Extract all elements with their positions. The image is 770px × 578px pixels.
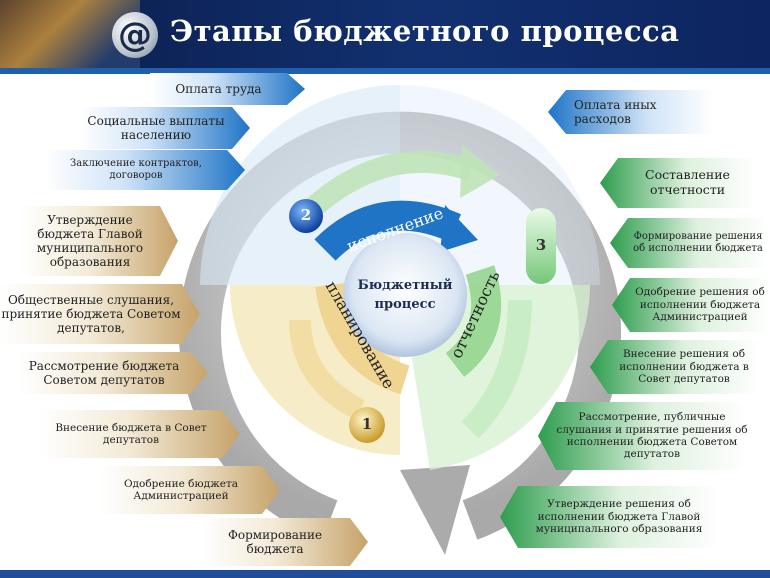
center-label-1: Бюджетный	[357, 278, 453, 293]
planning-item-approval: Утверждение бюджета Главой муниципальног…	[20, 206, 178, 276]
reporting-band	[445, 265, 502, 377]
reporting-item-approval: Утверждение решения об исполнении бюджет…	[500, 486, 720, 548]
execution-item-social: Социальные выплаты населению	[80, 107, 250, 149]
stage-3-number: 3	[535, 236, 547, 254]
planning-item-submit: Внесение бюджета в Совет депутатов	[40, 410, 240, 458]
stage-2-number: 2	[300, 206, 312, 224]
reporting-item-submit: Внесение решения об исполнении бюджета в…	[590, 340, 760, 394]
execution-item-contracts: Заключение контрактов, договоров	[45, 150, 245, 190]
ring-arrowhead	[400, 465, 470, 555]
header-band	[0, 68, 770, 74]
execution-arrow	[292, 150, 474, 228]
execution-item-other: Оплата иных расходов	[548, 90, 713, 134]
reporting-item-compile: Составление отчетности	[600, 158, 757, 208]
planning-item-forming: Формирование бюджета	[200, 518, 368, 566]
execution-arrowhead	[460, 145, 500, 198]
planning-band	[315, 282, 410, 395]
execution-item-pay: Оплата труда	[150, 73, 305, 105]
center-label-2: процесс	[374, 297, 436, 312]
stage-3-badge	[526, 208, 556, 284]
at-sign-icon: @	[112, 12, 158, 58]
execution-band-arrowhead	[440, 205, 478, 252]
planning-item-hearings: Общественные слушания, принятие бюджета …	[0, 284, 200, 344]
stage-2-badge	[289, 199, 323, 233]
center-disc	[343, 233, 467, 357]
planning-arrow	[289, 319, 366, 420]
planning-item-review: Рассмотрение бюджета Советом депутатов	[18, 352, 208, 394]
reporting-item-hearings: Рассмотрение, публичные слушания и приня…	[538, 402, 748, 470]
reporting-item-admin: Одобрение решения об исполнении бюджета …	[612, 278, 770, 332]
reporting-arrow	[461, 299, 532, 439]
footer-band	[0, 570, 770, 578]
header-banner: @ Этапы бюджетного процесса	[0, 0, 770, 68]
reporting-item-decision: Формирование решения об исполнении бюдже…	[610, 218, 768, 268]
stage-1-number: 1	[361, 415, 373, 433]
page-title: Этапы бюджетного процесса	[170, 14, 680, 48]
stage-1-badge	[349, 407, 385, 443]
planning-item-admin: Одобрение бюджета Администрацией	[100, 466, 280, 514]
execution-band	[314, 200, 462, 261]
